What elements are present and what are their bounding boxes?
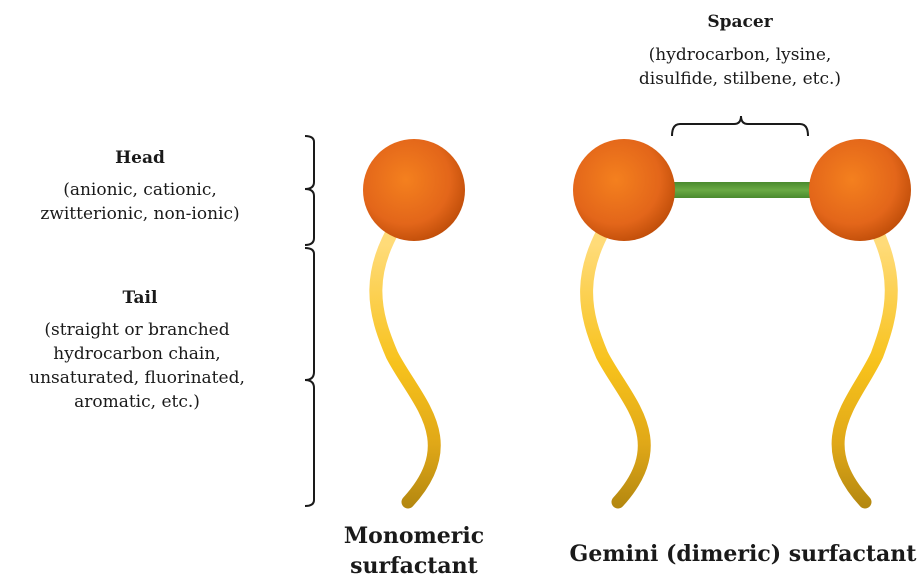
tail-description-line: hydrocarbon chain, — [0, 342, 274, 366]
head-description-line: (anionic, cationic, — [0, 178, 280, 202]
monomeric-tail — [376, 205, 434, 502]
head-description: (anionic, cationic, zwitterionic, non-io… — [0, 178, 280, 226]
spacer-description-line: disulfide, stilbene, etc.) — [600, 67, 880, 91]
gemini-right-head — [809, 139, 911, 241]
gemini-left-tail — [587, 205, 645, 502]
monomeric-caption: Monomeric surfactant — [314, 521, 514, 581]
tail-description: (straight or branched hydrocarbon chain,… — [0, 318, 274, 414]
tail-description-line: unsaturated, fluorinated, — [0, 366, 274, 390]
spacer-title: Spacer — [640, 12, 840, 32]
head-bracket — [305, 136, 314, 245]
tail-title: Tail — [50, 288, 230, 308]
head-description-line: zwitterionic, non-ionic) — [0, 202, 280, 226]
monomeric-head — [363, 139, 465, 241]
monomeric-caption-line: surfactant — [314, 551, 514, 581]
tail-description-line: aromatic, etc.) — [0, 390, 274, 414]
tail-description-line: (straight or branched — [0, 318, 274, 342]
spacer-bracket — [672, 116, 808, 136]
monomeric-caption-line: Monomeric — [314, 521, 514, 551]
gemini-spacer — [655, 182, 830, 198]
gemini-right-tail — [838, 205, 891, 502]
gemini-left-head — [573, 139, 675, 241]
tail-bracket — [305, 248, 314, 506]
spacer-description-line: (hydrocarbon, lysine, — [600, 43, 880, 67]
gemini-caption: Gemini (dimeric) surfactant — [566, 539, 920, 569]
spacer-description: (hydrocarbon, lysine, disulfide, stilben… — [600, 43, 880, 91]
head-title: Head — [50, 148, 230, 168]
